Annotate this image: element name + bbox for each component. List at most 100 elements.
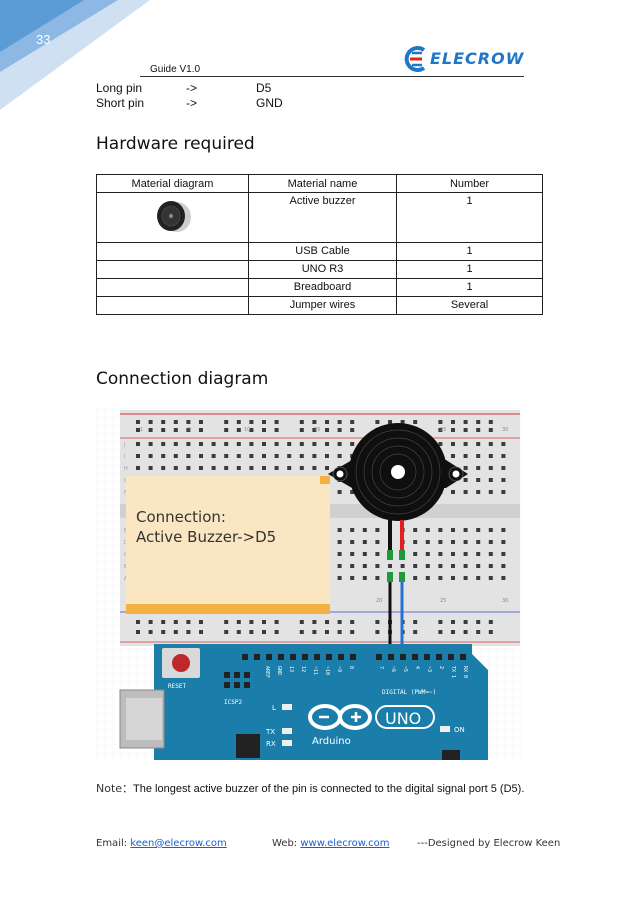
breadboard-hole [375, 564, 380, 568]
breadboard-hole [476, 576, 481, 580]
rail-hole [476, 428, 481, 432]
rail-hole [148, 420, 153, 424]
breadboard-hole [274, 442, 279, 446]
breadboard-hole [463, 540, 468, 544]
rail-hole [488, 420, 493, 424]
breadboard-hole [362, 540, 367, 544]
table-row: Breadboard 1 [96, 278, 543, 297]
breadboard-hole [211, 442, 216, 446]
rail-hole [186, 630, 191, 634]
footer-designed: ---Designed by Elecrow Keen [417, 838, 560, 849]
rail-hole [350, 428, 355, 432]
rail-hole [148, 630, 153, 634]
breadboard-hole [274, 466, 279, 470]
rail-hole [161, 428, 166, 432]
breadboard-hole [451, 564, 455, 568]
header-pin [314, 654, 320, 660]
breadboard-hole [413, 564, 418, 568]
bb-bottom-number: 30 [502, 598, 508, 604]
breadboard-hole [451, 576, 455, 580]
breadboard-hole [476, 454, 481, 458]
material-name: Active buzzer [248, 192, 397, 243]
table-header: Number [396, 174, 543, 193]
header-pin [436, 654, 442, 660]
header-rule [140, 76, 524, 77]
rail-hole [236, 630, 241, 634]
breadboard-hole [400, 564, 405, 568]
breadboard-hole [451, 552, 455, 556]
breadboard-hole [337, 442, 342, 446]
rail-hole [136, 620, 140, 624]
breadboard-hole [148, 466, 153, 470]
rail-hole [337, 428, 342, 432]
header-pin [350, 654, 356, 660]
rail-hole [274, 620, 279, 624]
rail-hole [299, 428, 304, 432]
rail-hole [312, 428, 317, 432]
breadboard-hole [413, 540, 418, 544]
led-on-label: ON [454, 726, 465, 734]
rail-hole [451, 630, 455, 634]
pin-arrow: -> [186, 96, 198, 110]
bb-top-number: 10 [244, 427, 250, 433]
rail-hole [249, 420, 254, 424]
rail-hole [186, 428, 191, 432]
rail-hole [451, 428, 455, 432]
breadboard-hole [186, 442, 191, 446]
buzzer-image-cell [96, 192, 249, 243]
breadboard-hole [350, 528, 355, 532]
breadboard-hole [463, 552, 468, 556]
breadboard-hole [438, 576, 443, 580]
footer-email: Email: keen@elecrow.com [96, 838, 227, 849]
breadboard-hole [438, 564, 443, 568]
breadboard-hole [463, 576, 468, 580]
bb-bottom-number: 20 [376, 598, 382, 604]
page-number: 33 [36, 32, 51, 47]
breadboard-hole [425, 528, 430, 532]
breadboard-hole [287, 454, 292, 458]
rail-hole [199, 420, 203, 424]
rail-hole [224, 620, 229, 624]
bb-row-letter: J [123, 442, 125, 448]
icsp-pin [224, 682, 230, 688]
breadboard-hole [362, 528, 367, 532]
breadboard-hole [488, 466, 493, 470]
breadboard-hole [476, 552, 481, 556]
icsp-pin [234, 682, 240, 688]
breadboard-hole [350, 564, 355, 568]
rail-hole [173, 420, 178, 424]
breadboard-hole [337, 564, 342, 568]
pin-name: Short pin [96, 96, 145, 110]
breadboard-hole [488, 454, 493, 458]
header-pin [338, 654, 344, 660]
buzzer [328, 423, 468, 550]
web-link[interactable]: www.elecrow.com [300, 838, 390, 849]
note-label: Note： [96, 782, 134, 795]
header-pin [376, 654, 382, 660]
breadboard-hole [501, 528, 506, 532]
table-row: Jumper wires Several [96, 296, 543, 315]
pin-name: Long pin [96, 81, 143, 95]
breadboard-hole [325, 466, 329, 470]
breadboard-hole [463, 454, 468, 458]
bb-row-letter: E [124, 528, 127, 534]
breadboard-hole [211, 454, 216, 458]
breadboard-hole [375, 576, 380, 580]
breadboard-hole [173, 454, 178, 458]
breadboard-hole [438, 540, 443, 544]
rail-hole [274, 428, 279, 432]
breadboard-hole [463, 564, 468, 568]
rail-hole [224, 420, 229, 424]
header-pin [266, 654, 272, 660]
breadboard-hole [161, 466, 166, 470]
rail-hole [337, 630, 342, 634]
footer-web: Web: www.elecrow.com [272, 838, 390, 849]
breadboard-hole [438, 442, 443, 446]
email-link[interactable]: keen@elecrow.com [130, 838, 227, 849]
rail-hole [413, 620, 418, 624]
bb-top-number: 25 [440, 427, 446, 433]
breadboard-hole [287, 466, 292, 470]
header-pin [400, 654, 406, 660]
rail-hole [312, 630, 317, 634]
